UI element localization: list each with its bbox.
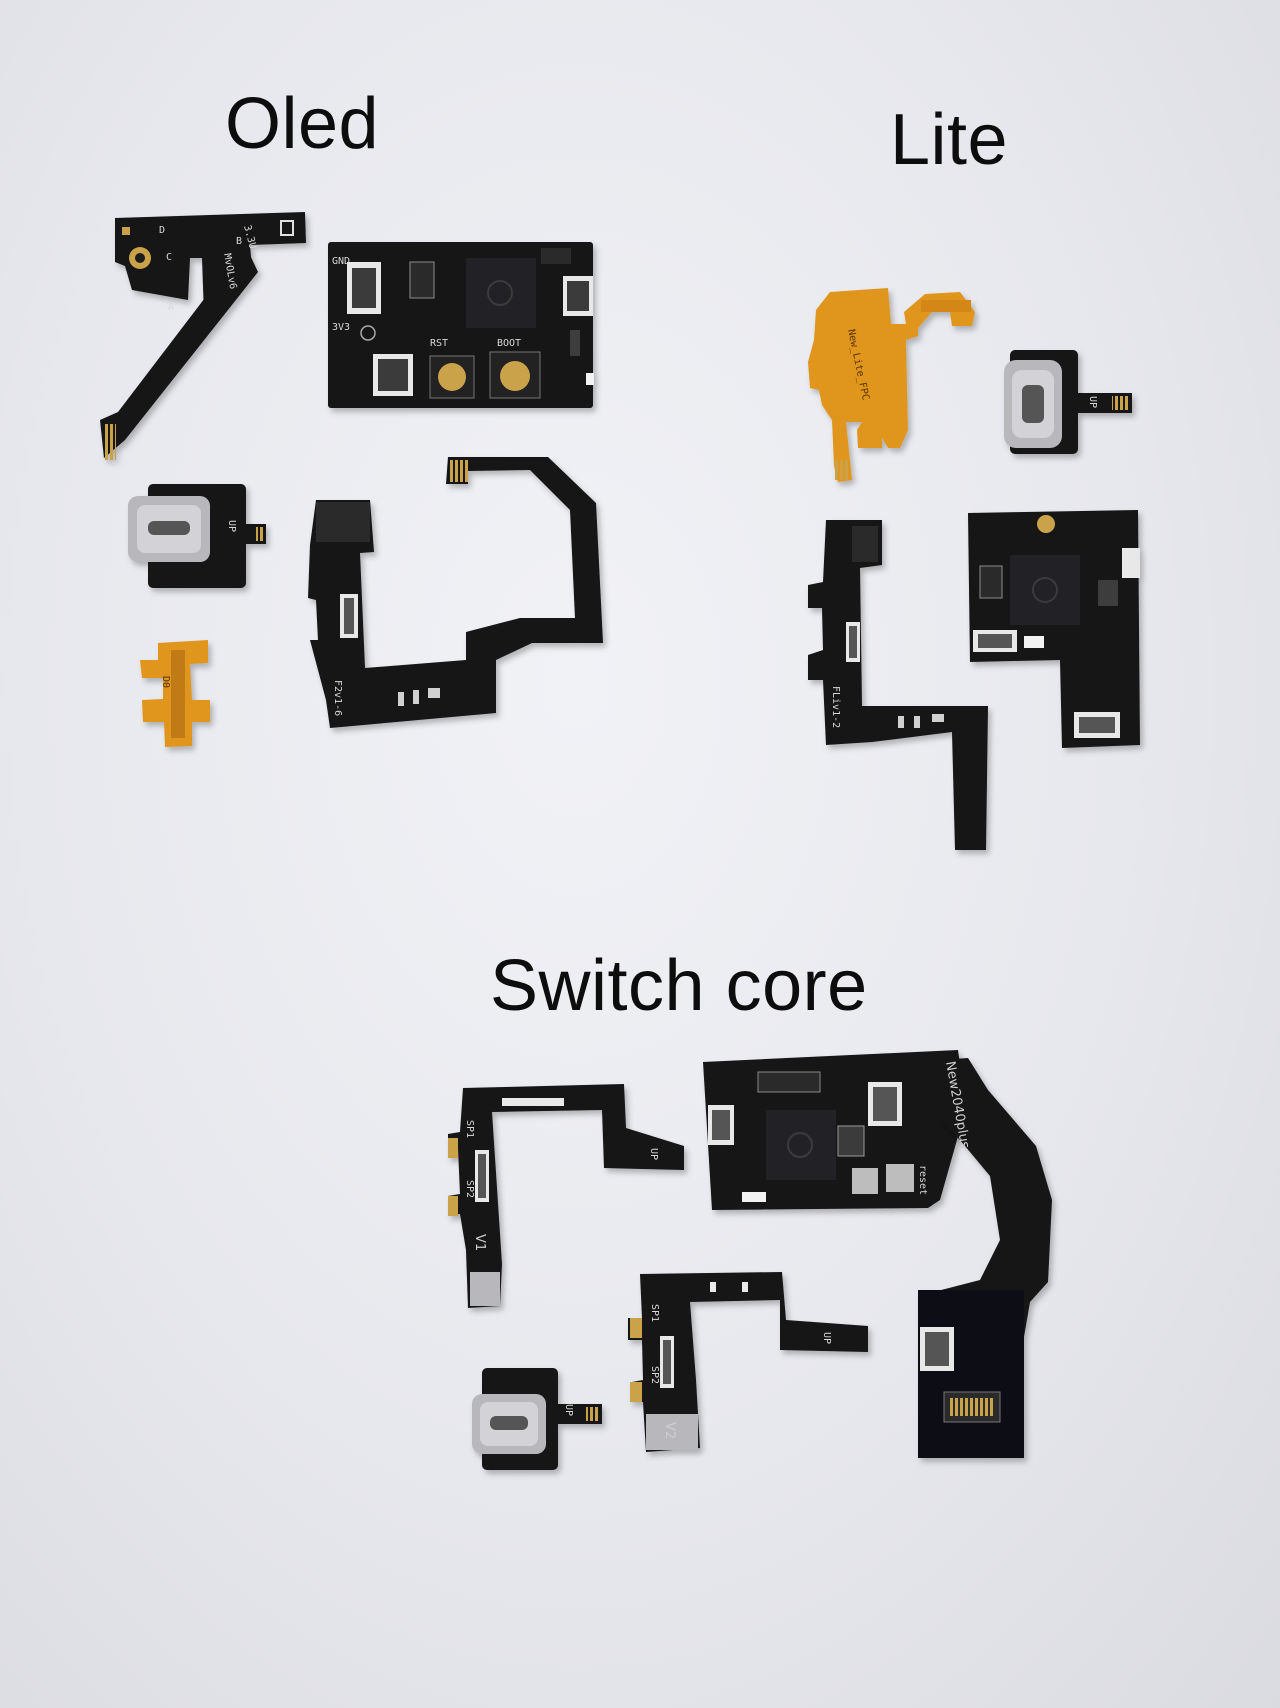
oled-f2-cable (308, 457, 603, 728)
core-main-board (703, 1050, 966, 1210)
oled-heading: Oled (225, 84, 380, 164)
core-v2-label: V2 (662, 1422, 677, 1439)
oled-fpc-a-label: A (168, 302, 174, 313)
core-v1-sp2-label: SP2 (464, 1180, 475, 1198)
lite-heading: Lite (890, 100, 1009, 180)
oled-small-orange-flex (140, 640, 210, 747)
lite-main-board (968, 510, 1140, 748)
oled-fpc-c-label: C (166, 252, 172, 263)
core-v2-cable (628, 1272, 868, 1452)
core-board-reset-label: reset (917, 1165, 928, 1195)
lite-fli-cable (808, 520, 988, 850)
core-usb-up-label: UP (563, 1404, 574, 1416)
oled-usb-up-label: UP (226, 520, 237, 532)
oled-fpc-d-label: D (159, 225, 165, 236)
core-v1-sp1-label: SP1 (464, 1120, 475, 1138)
core-ribbon-cable (918, 1058, 1052, 1458)
oled-fpc-flex (100, 212, 306, 460)
core-v2-sp1-label: SP1 (649, 1304, 660, 1322)
lite-usb-up-label: UP (1087, 396, 1098, 408)
lite-usb-c-port (1004, 350, 1132, 454)
oled-board-boot-label: BOOT (497, 338, 521, 349)
core-v2-sp2-label: SP2 (649, 1366, 660, 1384)
oled-board-gnd-label: GND (332, 256, 350, 267)
oled-main-board (328, 242, 594, 408)
core-v1-cable (448, 1084, 684, 1308)
oled-small-flex-label: D0 (160, 676, 171, 688)
core-v2-up-label: UP (821, 1332, 832, 1344)
lite-cable-label: FLiv1-2 (830, 686, 841, 728)
lite-orange-fpc (808, 288, 975, 482)
oled-fpc-b-label: B (236, 236, 242, 247)
core-v1-up-label: UP (648, 1148, 659, 1160)
switch-core-heading: Switch core (490, 946, 868, 1026)
core-v1-label: V1 (472, 1234, 487, 1251)
oled-cable-label: F2v1-6 (332, 680, 343, 716)
oled-board-3v3-label: 3V3 (332, 322, 350, 333)
core-usb-c-port (472, 1368, 602, 1470)
oled-board-rst-label: RST (430, 338, 448, 349)
oled-usb-c-port (128, 484, 266, 588)
